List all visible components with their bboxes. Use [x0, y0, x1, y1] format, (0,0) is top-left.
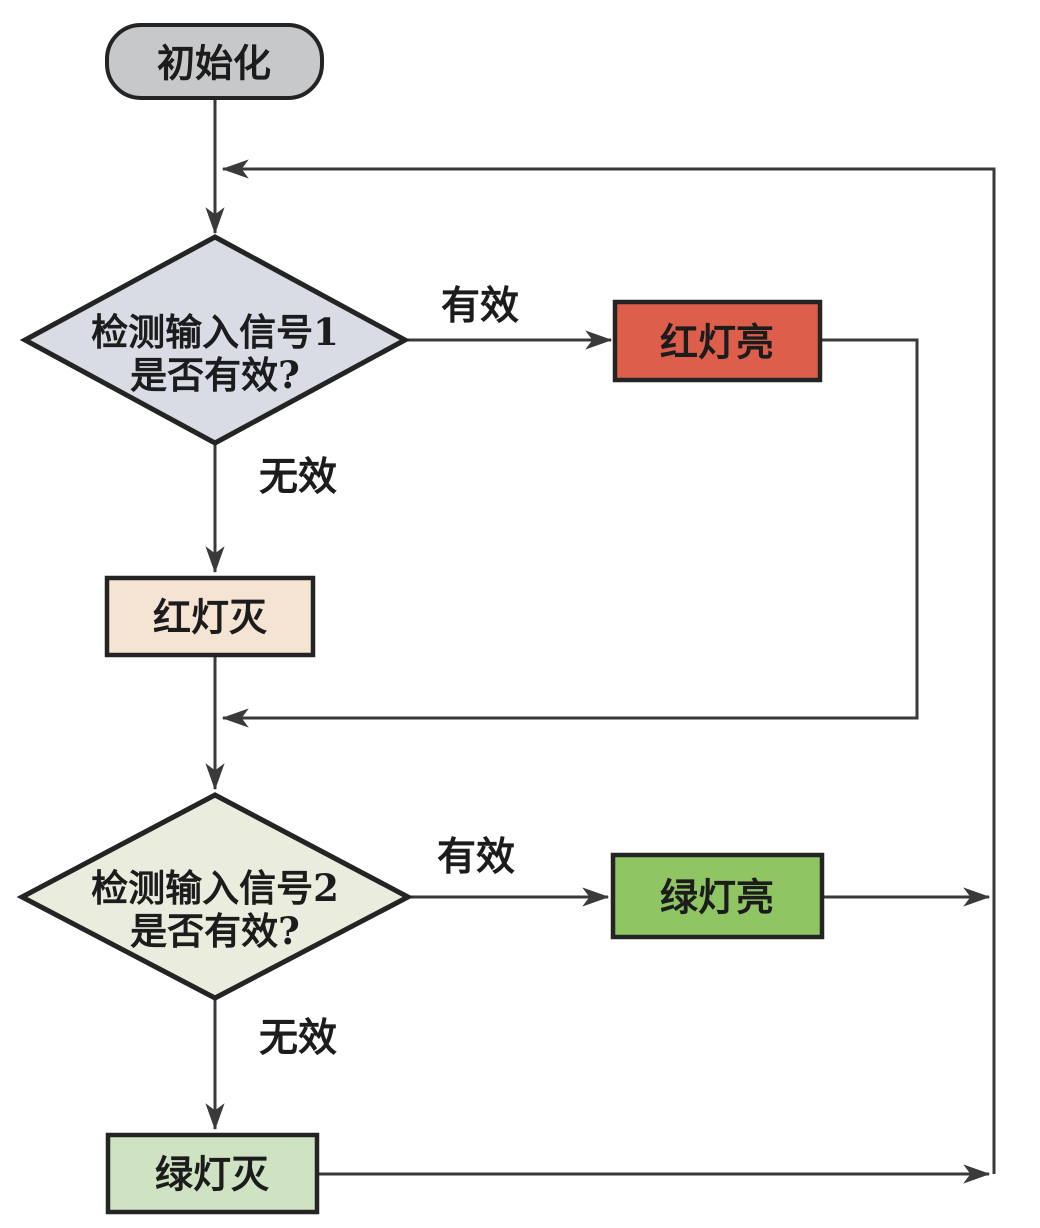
node-decision2-label-line1: 检测输入信号2	[91, 866, 339, 910]
node-red-light-on	[612, 299, 823, 383]
edge-label-decision2-invalid: 无效	[259, 1015, 337, 1061]
node-red-light-off-label: 红灯灭	[153, 595, 267, 640]
node-labels-group: 初始化 检测输入信号1 是否有效? 红灯亮 红灯灭 检测输入信号2 是否有效? …	[91, 41, 774, 1197]
edge-labels-group: 有效 无效 有效 无效	[259, 283, 519, 1061]
node-green-light-off	[105, 1132, 320, 1215]
edges-group	[205, 98, 996, 1184]
edge-feedback-loop-return	[221, 159, 996, 1174]
node-decision2-label-line2: 是否有效?	[130, 909, 300, 953]
edge-label-decision2-valid: 有效	[437, 834, 515, 880]
edge-label-decision1-valid: 有效	[441, 283, 519, 329]
node-decision1	[19, 234, 411, 446]
node-green-light-off-label: 绿灯灭	[155, 1152, 269, 1197]
edge-label-decision1-invalid: 无效	[259, 454, 337, 500]
node-start	[105, 23, 324, 100]
edge-red-on-merge	[221, 338, 919, 728]
node-decision1-label-line2: 是否有效?	[130, 353, 300, 397]
node-green-light-on-label: 绿灯亮	[660, 875, 774, 920]
nodes-group	[16, 23, 825, 1215]
node-red-light-on-label: 红灯亮	[660, 320, 774, 365]
node-decision2	[16, 792, 414, 1001]
node-decision1-label-line1: 检测输入信号1	[91, 310, 339, 354]
node-green-light-on	[610, 852, 825, 940]
node-start-label: 初始化	[157, 41, 271, 86]
node-red-light-off	[104, 575, 316, 658]
